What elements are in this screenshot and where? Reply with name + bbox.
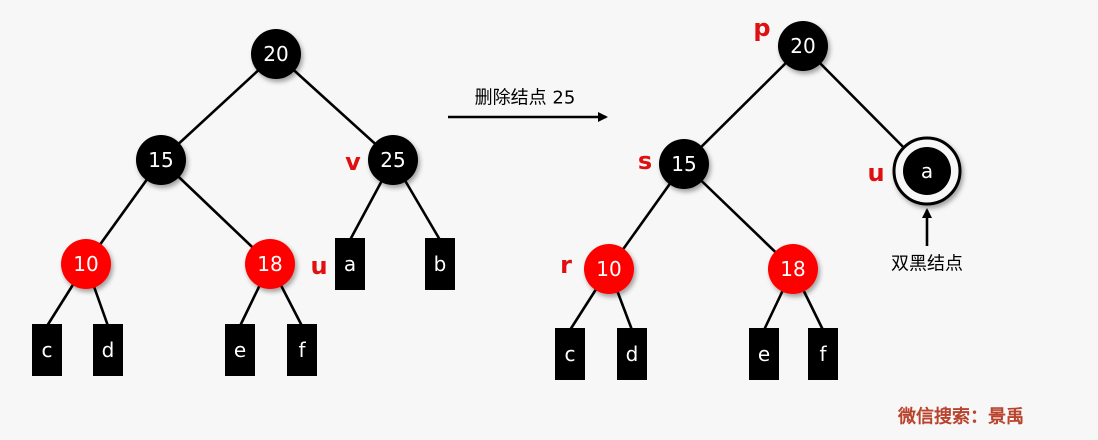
right-node-15: 15 [659,139,709,189]
right-node-20: 20 [778,21,828,71]
leaf-f: f [287,324,317,376]
right-leaf-d: d [617,328,647,380]
right-node-18: 18 [768,244,818,294]
leaf-c: c [32,324,62,376]
double-black-node-label: a [921,159,933,183]
leaf-d-label: d [102,338,115,362]
right-leaf-f-label: f [819,342,827,366]
node-25-label: 25 [380,148,405,172]
node-10-label: 10 [73,252,98,276]
right-leaf-d-label: d [626,342,639,366]
node-25: 25 [368,135,418,185]
operation-arrow: 删除结点 25 [448,88,608,122]
right-node-15-label: 15 [671,152,696,176]
node-15-label: 15 [148,148,173,172]
role-label-s: s [638,147,652,175]
leaf-e-label: e [234,338,246,362]
right-leaf-e: e [749,328,779,380]
double-black-caption: 双黑结点 [891,254,963,275]
right-node-10-label: 10 [596,257,621,281]
right-node-10: 10 [584,244,634,294]
role-label-u-right: u [867,159,884,187]
node-18-label: 18 [257,252,282,276]
watermark-text: 微信搜索：景禹 [897,406,1024,428]
edge-20-15 [160,53,277,161]
leaf-b: b [425,238,455,290]
leaf-e: e [225,324,255,376]
leaf-d: d [93,324,123,376]
role-label-u: u [310,252,327,280]
right-leaf-c-label: c [565,342,576,366]
right-leaf-c: c [555,328,585,380]
right-node-20-label: 20 [790,34,815,58]
operation-label: 删除结点 25 [475,88,576,109]
leaf-c-label: c [42,338,53,362]
right-leaf-e-label: e [758,342,770,366]
edge-15-18 [160,159,271,265]
node-20: 20 [251,29,301,79]
node-20-label: 20 [263,42,288,66]
edge-r-20-15 [683,45,804,165]
edge-r-15-18 [683,163,794,270]
double-black-node: a [892,136,962,206]
role-label-p: p [753,14,770,42]
right-tree: 20 15 10 18 a c d e [555,14,963,380]
leaf-a-label: a [344,252,356,276]
leaf-b-label: b [434,252,447,276]
leaf-a: a [335,238,365,290]
role-label-v: v [345,148,361,176]
left-tree: 20 15 25 10 18 a b c [32,29,455,376]
right-node-18-label: 18 [780,257,805,281]
node-10: 10 [61,239,111,289]
right-leaf-f: f [808,328,838,380]
role-label-r: r [560,251,572,279]
node-18: 18 [245,239,295,289]
leaf-f-label: f [298,338,306,362]
node-15: 15 [136,135,186,185]
edge-20-25 [275,53,394,161]
